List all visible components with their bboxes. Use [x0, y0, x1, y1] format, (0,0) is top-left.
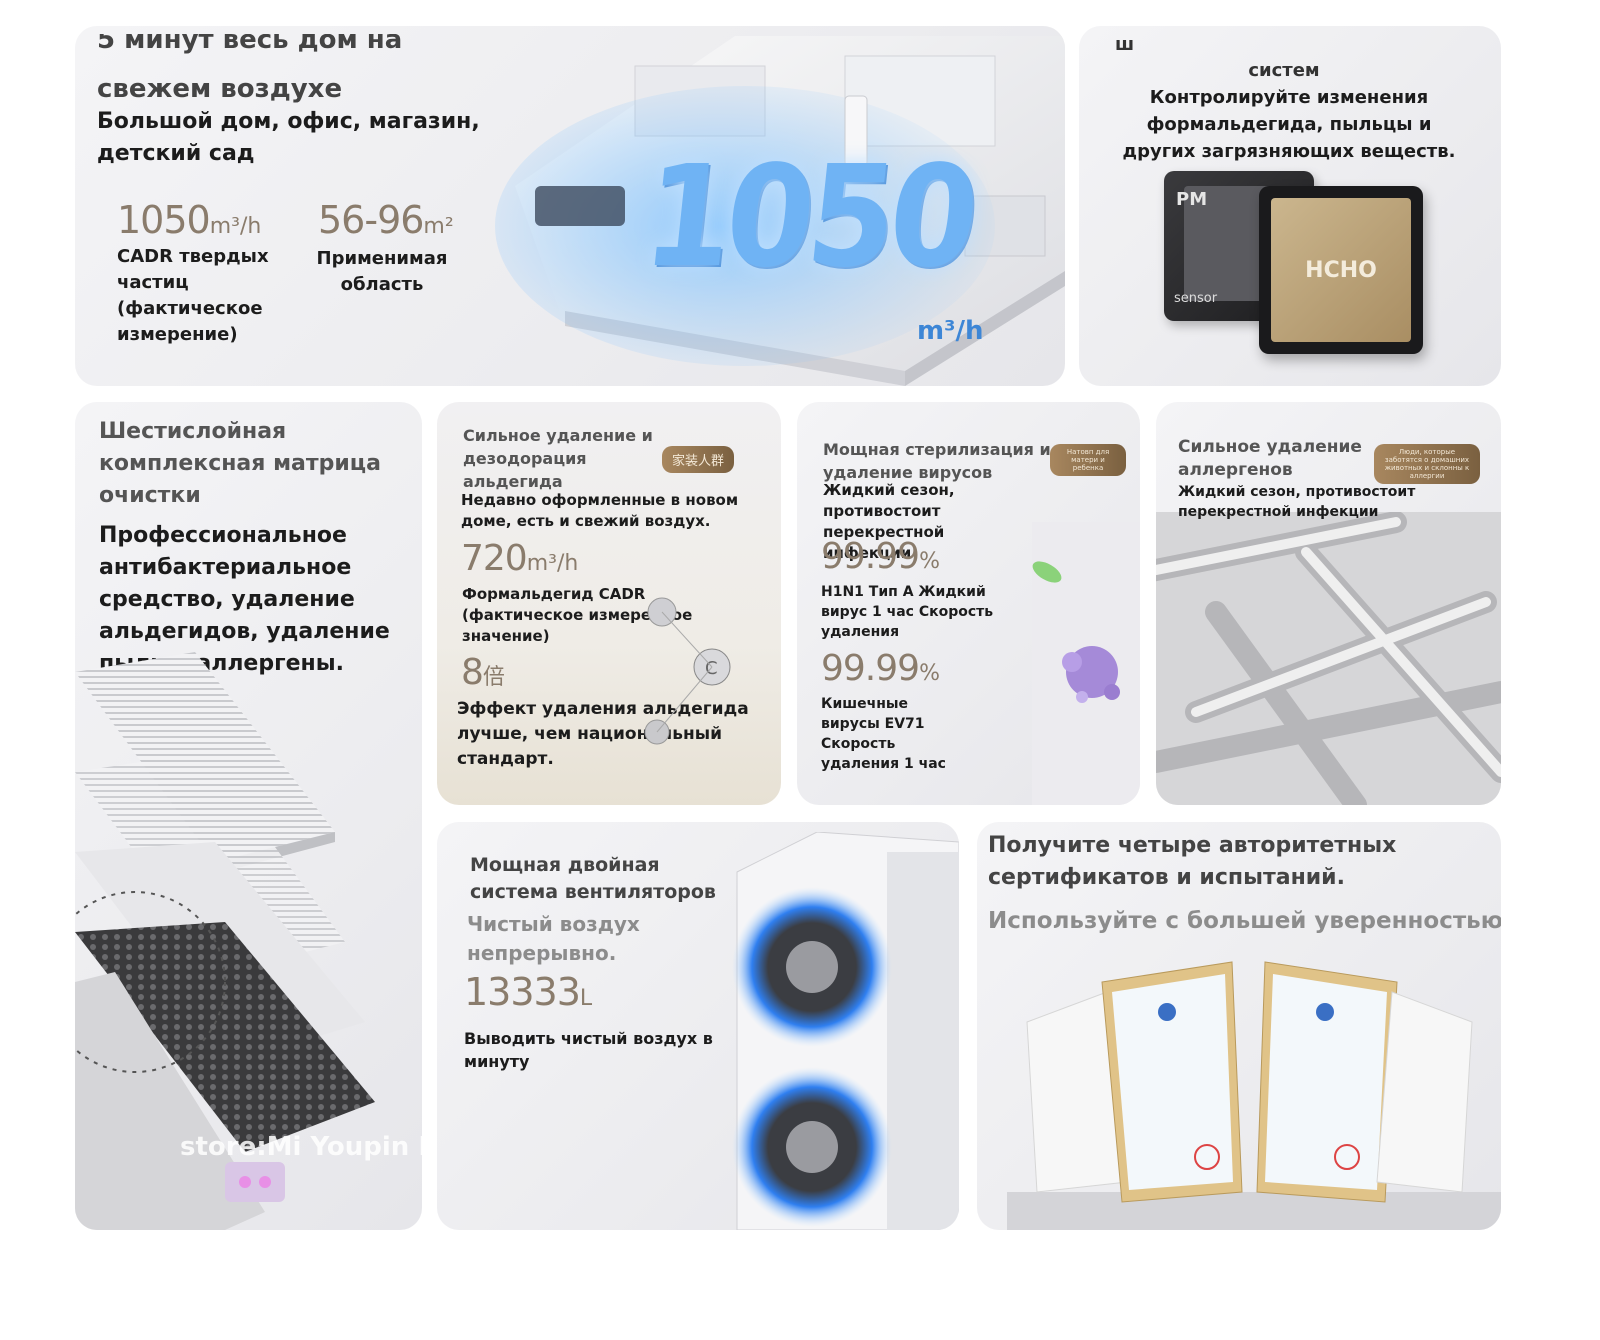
- chip-face: [1271, 198, 1411, 342]
- stat-cadr-label: CADR твердых частиц (фактическое измерен…: [117, 246, 269, 345]
- card-title: свежем воздухе: [97, 74, 343, 104]
- card-subtitle: Используйте с большей уверенностью: [988, 908, 1501, 934]
- chip-label: HCHO: [1305, 258, 1377, 283]
- hcho-sensor-chip: HCHO: [1259, 186, 1423, 354]
- stat-ev71-value: 99.99%: [821, 648, 940, 689]
- card-allergens: Сильное удаление аллергенов Люди, которы…: [1156, 402, 1501, 805]
- certificates-illustration: [1007, 952, 1501, 1230]
- card-filter-layers: Шестислойная комплексная матрица очистки…: [75, 402, 422, 1230]
- chip-label: PM: [1176, 189, 1208, 210]
- card-subtitle: Недавно оформленные в новом доме, есть и…: [461, 491, 739, 530]
- card-title: Получите четыре авторитетных сертификато…: [988, 833, 1397, 890]
- stat-cadr-value: 720m³/h: [461, 538, 579, 579]
- hero-number: 1050: [636, 136, 981, 299]
- card-title: Мощная стерилизация и удаление вирусов: [823, 440, 1051, 482]
- card-title: Сильное удаление аллергенов: [1178, 437, 1362, 480]
- stat-ratio-value: 8倍: [461, 652, 505, 693]
- card-text: Профессиональное антибактериальное средс…: [99, 523, 390, 676]
- stat-cadr-label: Формальдегид CADR (фактическое измеренно…: [462, 585, 693, 645]
- filter-stack-illustration: [75, 652, 422, 1230]
- chip-sub: sensor: [1174, 291, 1218, 306]
- card-subtitle: Жидкий сезон, противостоит перекрестной …: [1178, 484, 1416, 520]
- card-title: Сильное удаление и дезодорация альдегида: [463, 426, 653, 491]
- virus-illustration: [1012, 522, 1140, 805]
- card-dual-fan: Мощная двойная система вентиляторов Чист…: [437, 822, 959, 1230]
- card-subtitle: Большой дом, офис, магазин, детский сад: [97, 109, 480, 166]
- corner-letter: ш: [1115, 34, 1135, 55]
- card-title: Шестислойная комплексная матрица очистки: [99, 419, 381, 508]
- stat-h1n1-label: H1N1 Тип А Жидкий вирус 1 час Скорость у…: [821, 584, 994, 640]
- card-sterilization: Мощная стерилизация и удаление вирусов Н…: [797, 402, 1140, 805]
- card-fresh-air: 5 минут весь дом на свежем воздухе Больш…: [75, 26, 1065, 386]
- audience-badge: 家装人群: [662, 446, 735, 473]
- stat-airflow-label: Выводить чистый воздух в минуту: [464, 1029, 713, 1071]
- audience-badge: Натовп для матери и ребенка: [1050, 444, 1126, 476]
- stat-ev71-label: Кишечные вирусы EV71 Скорость удаления 1…: [821, 696, 946, 772]
- card-subtitle: Чистый воздух непрерывно.: [467, 912, 640, 965]
- card-sensors: ш систем Контролируйте изменения формаль…: [1079, 26, 1501, 386]
- card-certificates: Получите четыре авторитетных сертификато…: [977, 822, 1501, 1230]
- stat-area-value: 56-96m²: [318, 198, 454, 242]
- card-subtitle: Жидкий сезон, противостоит перекрестной …: [823, 481, 955, 562]
- stat-area-label: Применимая область: [316, 248, 448, 295]
- stat-cadr-value: 1050m³/h: [117, 198, 262, 242]
- card-title: систем: [1248, 60, 1320, 81]
- fan-unit-illustration: [727, 832, 959, 1230]
- stat-h1n1-value: 99.99%: [821, 536, 940, 577]
- audience-badge: Люди, которые заботятся о домашних живот…: [1374, 444, 1480, 484]
- card-title: Мощная двойная система вентиляторов: [470, 854, 716, 903]
- store-watermark: store:Mi Youpin Life: [180, 1132, 422, 1162]
- hero-unit: m³/h: [917, 316, 984, 346]
- clipped-title: 5 минут весь дом на: [97, 34, 403, 55]
- card-text: Контролируйте изменения формальдегида, п…: [1122, 87, 1456, 162]
- molecule-illustration: C: [617, 562, 781, 802]
- fiber-illustration: [1156, 512, 1501, 805]
- card-aldehyde-removal: Сильное удаление и дезодорация альдегида…: [437, 402, 781, 805]
- stat-airflow-value: 13333L: [464, 970, 593, 1014]
- house-illustration: [485, 26, 1065, 386]
